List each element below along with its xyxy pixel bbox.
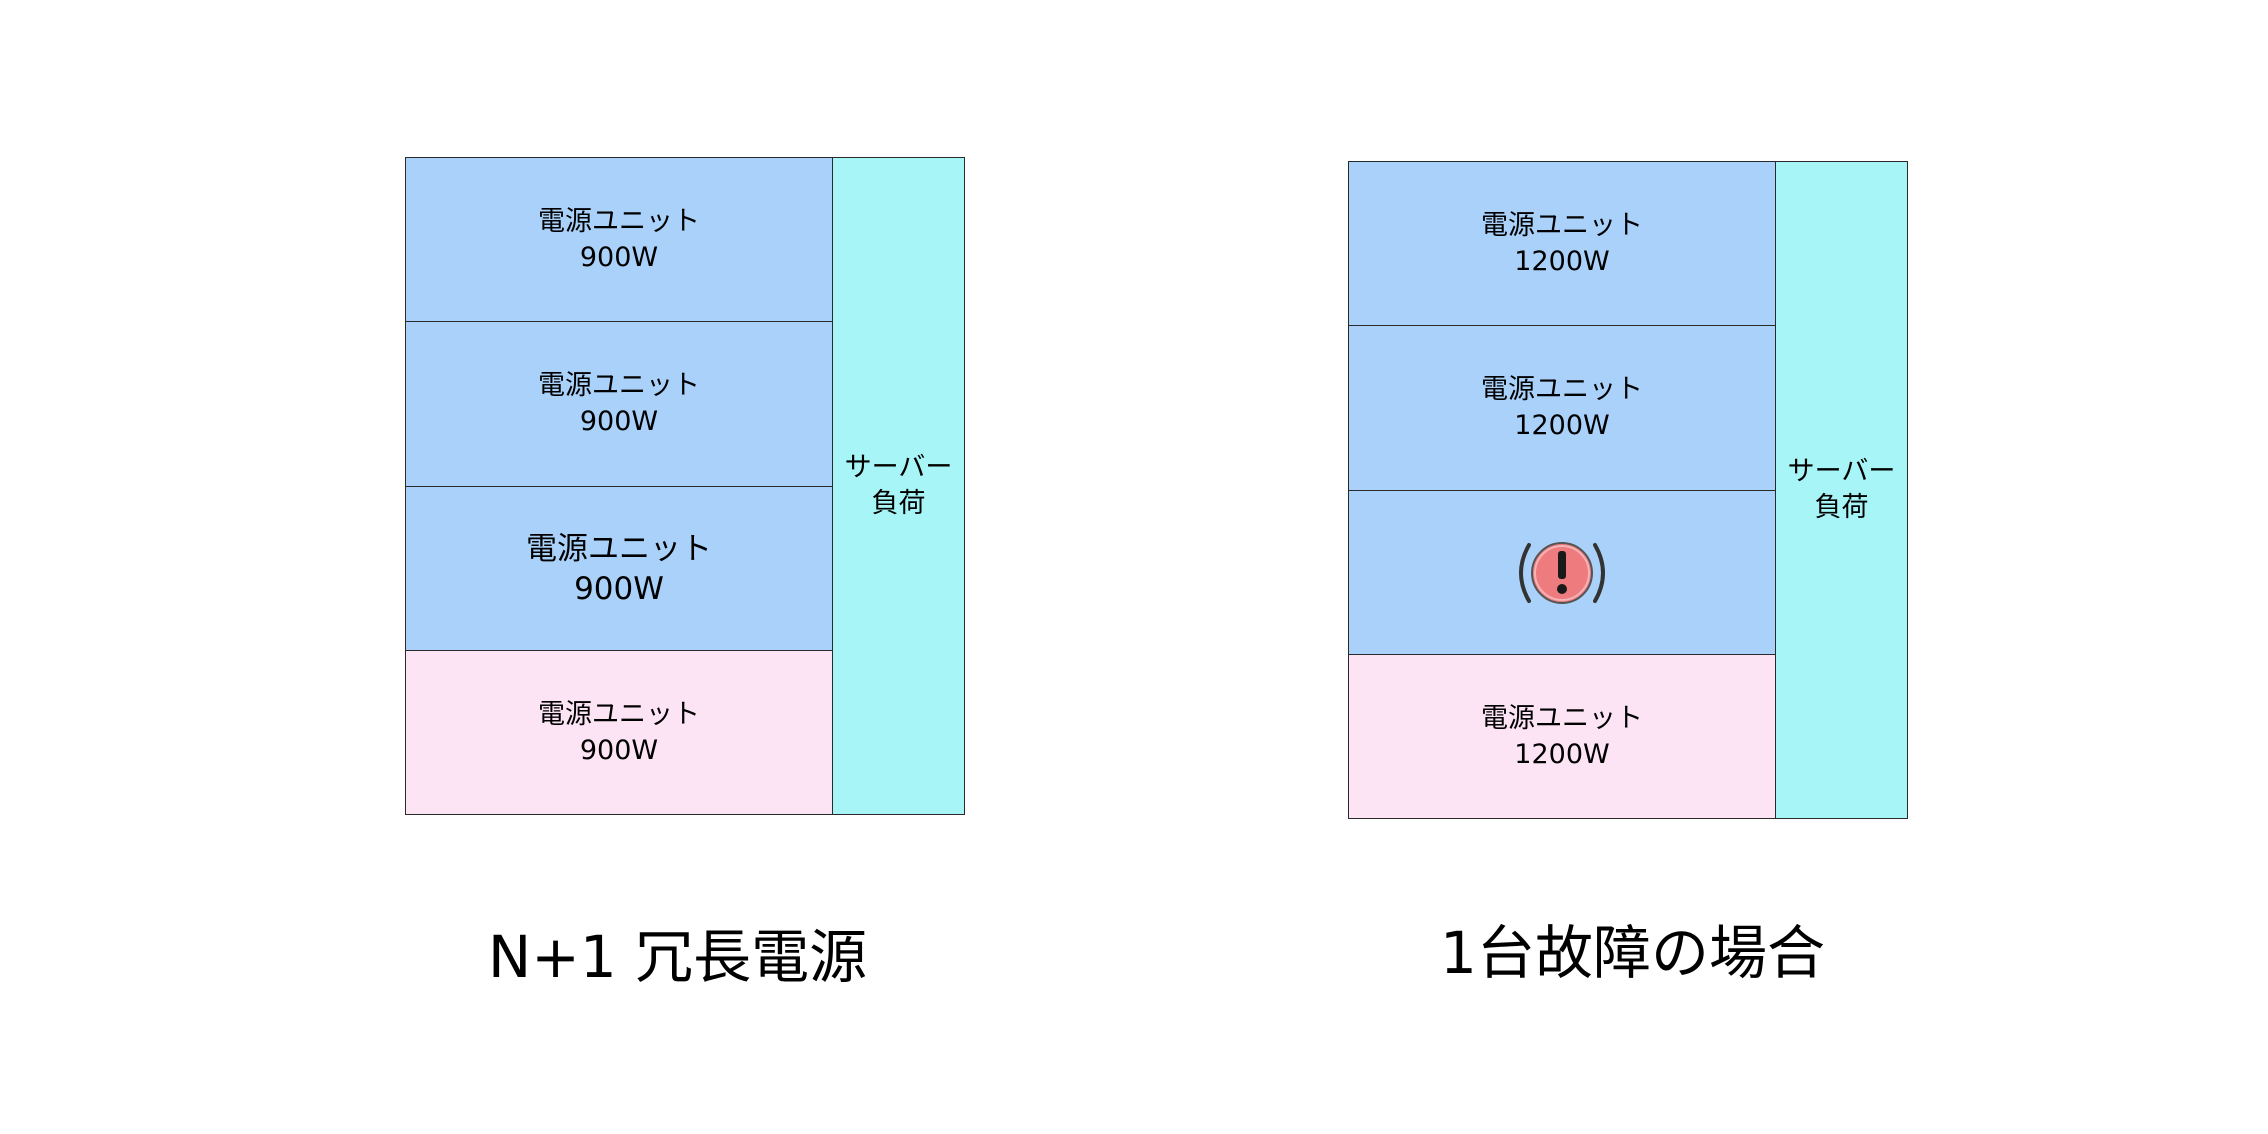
left-psu-spare: 電源ユニット 900W: [405, 650, 833, 815]
right-psu-failed: [1348, 490, 1776, 655]
psu-wattage: 1200W: [1514, 410, 1610, 441]
psu-wattage: 900W: [579, 734, 659, 766]
load-label-line2: 負荷: [1814, 492, 1869, 523]
psu-label: 電源ユニット: [538, 698, 700, 730]
left-psu-1: 電源ユニット 900W: [405, 157, 833, 322]
left-server-load: サーバー 負荷: [832, 157, 965, 815]
right-psu-1: 電源ユニット 1200W: [1348, 161, 1776, 326]
load-label-line1: サーバー: [844, 452, 953, 483]
failure-warning-icon: [1519, 541, 1605, 604]
right-caption: 1台故障の場合: [1440, 919, 1825, 987]
psu-wattage: 900W: [579, 241, 659, 273]
psu-wattage: 1200W: [1514, 738, 1610, 770]
right-psu-spare: 電源ユニット 1200W: [1348, 654, 1776, 819]
psu-label: 電源ユニット: [1481, 702, 1643, 734]
right-psu-2: 電源ユニット 1200W: [1348, 325, 1776, 491]
psu-wattage: 1200W: [1514, 245, 1610, 277]
psu-label: 電源ユニット: [526, 530, 712, 567]
load-label-line2: 負荷: [871, 488, 926, 519]
left-psu-3: 電源ユニット 900W: [405, 486, 833, 651]
psu-label: 電源ユニット: [1481, 374, 1643, 405]
psu-label: 電源ユニット: [538, 370, 700, 401]
load-label-line1: サーバー: [1787, 456, 1896, 487]
psu-wattage: 900W: [579, 406, 659, 437]
left-psu-2: 電源ユニット 900W: [405, 321, 833, 487]
psu-label: 電源ユニット: [1481, 209, 1643, 241]
right-server-load: サーバー 負荷: [1775, 161, 1908, 819]
left-caption: N+1 冗長電源: [487, 923, 868, 991]
psu-wattage: 900W: [574, 570, 664, 607]
psu-label: 電源ユニット: [538, 205, 700, 237]
